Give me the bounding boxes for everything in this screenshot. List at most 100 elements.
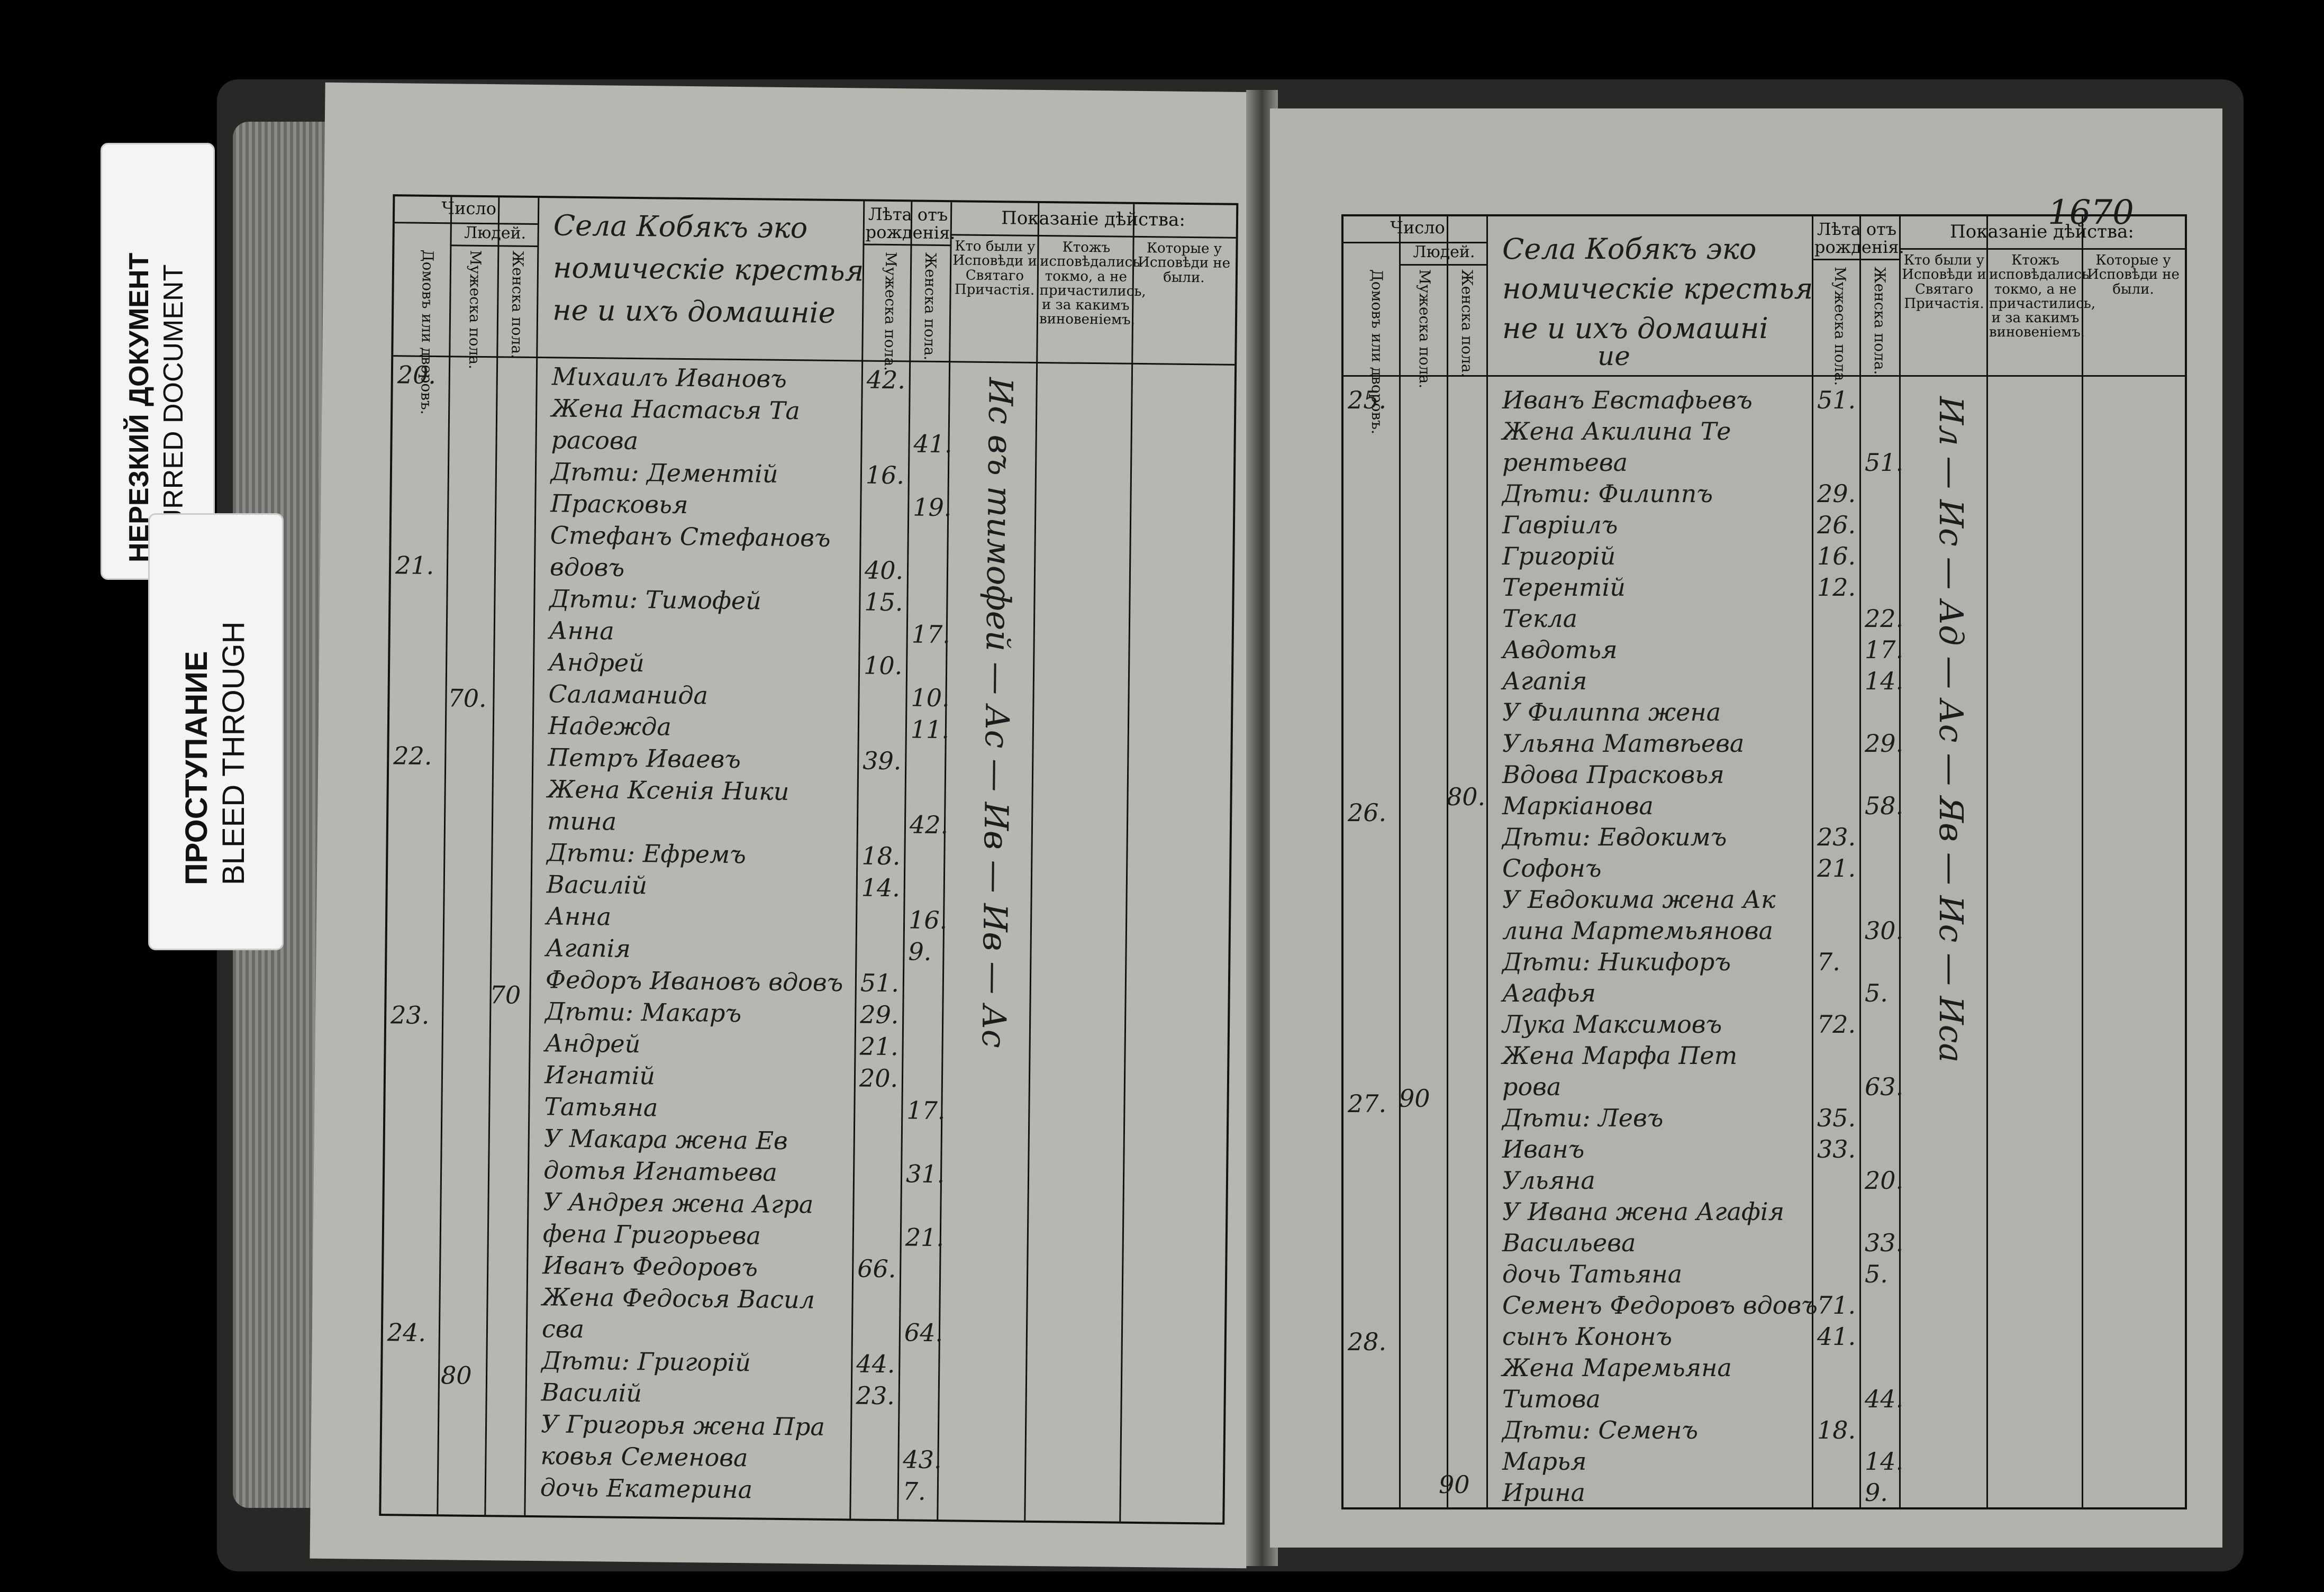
entry-male-age: 10. (863, 651, 903, 680)
entry-name: Дѣти: Левъ (1502, 1104, 1664, 1132)
r-header-leta: Лѣта отъ рожденія. (1814, 219, 1904, 257)
right-total-1: 80. (1447, 783, 1486, 811)
entry-name: Софонъ (1502, 854, 1602, 883)
entry-name: Жена Настасья Та (551, 394, 801, 425)
entry-name: Авдотья (1502, 635, 1618, 664)
entry-name: тина (547, 806, 617, 836)
entry-female-age: 31. (905, 1159, 945, 1189)
entry-male-age: 15. (864, 587, 903, 617)
entry-male-age: 21. (859, 1032, 899, 1061)
entry-male-age: 44. (856, 1349, 895, 1379)
entry-female-age: 14. (1865, 667, 1904, 695)
entry-name: Дѣти: Григорій (541, 1346, 751, 1377)
entry-name: Жена Марфа Пет (1502, 1041, 1738, 1070)
entry-name: лина Мартемьянова (1502, 916, 1773, 945)
entry-name: Иванъ Федоровъ (542, 1251, 758, 1282)
entry-name: дотья Игнатьева (543, 1156, 778, 1187)
house-number: 26. (1348, 798, 1387, 827)
entry-female-age: 44. (1865, 1385, 1904, 1413)
entry-male-age: 72. (1817, 1010, 1856, 1039)
entry-female-age: 16. (908, 905, 948, 935)
entry-name: Дѣти: Макаръ (545, 997, 742, 1028)
right-title-line-3: не и ихъ домашні (1502, 312, 1768, 345)
entry-male-age: 21. (1817, 854, 1856, 883)
house-number: 27. (1348, 1089, 1387, 1118)
header-col2: Ктожъ исповѣдались токмо, а не причастил… (1039, 239, 1146, 329)
entry-name: Надежда (548, 711, 672, 741)
entry-name: Текла (1502, 604, 1578, 633)
r-header-col2: Ктожъ исповѣдались токмо, а не причастил… (1989, 252, 2096, 341)
entry-female-age: 51. (1865, 448, 1904, 477)
entry-male-age: 51. (1817, 386, 1856, 414)
header-leta: Лѣта отъ рожденія. (865, 204, 956, 243)
entry-name: Иванъ (1502, 1135, 1585, 1163)
header-lyudey: Людей. (464, 223, 526, 243)
entry-name: У Макара жена Ев (543, 1124, 788, 1156)
entry-name: дочь Екатерина (540, 1473, 753, 1504)
header-zhen: Женска пола. (508, 250, 527, 359)
left-total-3: 80 (440, 1361, 472, 1390)
entry-name: Васильева (1502, 1229, 1636, 1257)
entry-male-age: 20. (859, 1063, 898, 1093)
entry-female-age: 14. (1865, 1447, 1904, 1476)
entry-name: Жена Акилина Те (1502, 417, 1731, 445)
entry-name: Терентій (1502, 573, 1626, 602)
r-header-chislo: Число (1390, 217, 1445, 238)
entry-female-age: 63. (1865, 1072, 1904, 1101)
left-page: Число Людей. Домовъ или дворовъ. Мужеска… (310, 82, 1262, 1569)
right-page: 1670 Число Людей. Домовъ или дворовъ. Му… (1270, 108, 2222, 1548)
header-chislo: Число (441, 198, 497, 219)
entry-name: Дѣти: Филиппъ (1502, 479, 1713, 508)
entry-name: Михаилъ Ивановъ (551, 362, 787, 393)
entry-name: У Ивана жена Агафія (1502, 1197, 1785, 1226)
entry-male-age: 14. (861, 873, 901, 903)
entry-name: Ирина (1502, 1478, 1585, 1507)
entry-female-age: 17. (1865, 635, 1904, 664)
entry-female-age: 7. (902, 1477, 927, 1506)
entry-male-age: 18. (1817, 1416, 1856, 1444)
r-header-col1: Кто были у Исповѣди и Святаго Причастія. (1902, 252, 1986, 312)
entry-female-age: 58. (1865, 792, 1904, 820)
entry-name: Григорій (1502, 542, 1616, 570)
entry-male-age: 12. (1817, 573, 1856, 602)
entry-name: У Евдокима жена Ак (1502, 885, 1776, 914)
entry-male-age: 29. (859, 1000, 899, 1030)
entry-female-age: 11. (910, 715, 950, 744)
entry-female-age: 17. (906, 1096, 946, 1125)
entry-female-age: 43. (903, 1445, 942, 1475)
right-title-line-4: ие (1597, 341, 1630, 371)
house-number: 20. (397, 360, 437, 390)
right-total-2: 90 (1399, 1084, 1430, 1113)
entry-name: рентьева (1502, 448, 1628, 477)
entry-name: Жена Ксенія Ники (547, 775, 789, 806)
entry-name: Титова (1502, 1385, 1601, 1413)
entry-female-age: 64. (904, 1318, 943, 1348)
right-confession-marks: Ил — Ис — Ад — Ас — Яв — Ис — Иса (1932, 396, 1971, 1063)
bleed-label-ru: ПРОСТУПАНИЕ (179, 651, 214, 885)
entry-name: У Андрея жена Агра (543, 1187, 814, 1219)
entry-name: Саламанида (548, 679, 709, 710)
right-total-3: 90 (1439, 1470, 1470, 1499)
right-table: Число Людей. Домовъ или дворовъ. Мужеска… (1341, 214, 2187, 1509)
entry-name: Андрей (544, 1029, 641, 1059)
entry-name: Гавріилъ (1502, 511, 1618, 539)
entry-female-age: 30. (1865, 916, 1904, 945)
entry-name: Агапія (546, 933, 631, 963)
entry-name: У Филиппа жена (1502, 698, 1721, 726)
entry-female-age: 22. (1865, 604, 1904, 633)
entry-name: сынъ Кононъ (1502, 1322, 1673, 1351)
header-col3: Которые у Исповѣди не были. (1138, 240, 1231, 286)
house-number: 21. (395, 551, 434, 580)
header-muzh: Мужеска пола. (465, 250, 485, 370)
left-table: Число Людей. Домовъ или дворовъ. Мужеска… (379, 194, 1239, 1525)
entry-male-age: 51. (860, 968, 900, 998)
header-muzh-age: Мужеска пола. (881, 251, 900, 371)
entry-male-age: 23. (856, 1381, 895, 1411)
left-confession-marks: Ис въ тимофей — Ас — Ив — Ив — Ас (974, 377, 1020, 1049)
left-title-line-3: не и ихъ домашніе (552, 293, 836, 330)
entry-name: Василій (546, 870, 648, 900)
entry-name: Андрей (548, 648, 645, 678)
entry-female-age: 41. (913, 429, 953, 459)
entry-female-age: 5. (1865, 979, 1888, 1007)
